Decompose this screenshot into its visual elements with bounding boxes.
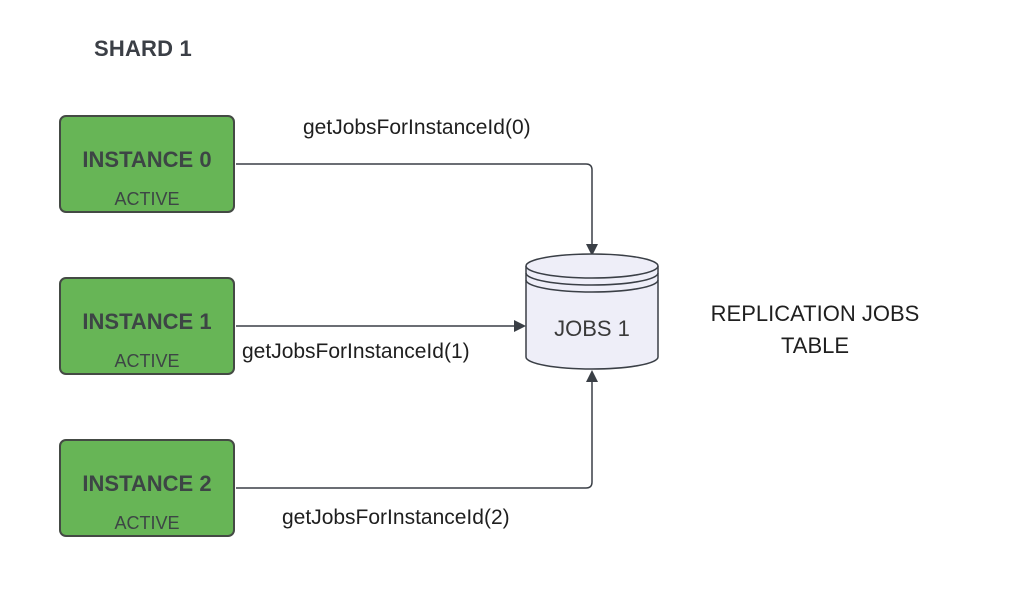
edge-label-0: getJobsForInstanceId(0) <box>303 116 531 139</box>
instance-name: INSTANCE 2 <box>82 471 212 496</box>
edge-label-2: getJobsForInstanceId(2) <box>282 506 510 529</box>
edge-label-1: getJobsForInstanceId(1) <box>242 340 470 363</box>
shard-title: SHARD 1 <box>94 36 192 61</box>
instance-status: ACTIVE <box>114 351 180 371</box>
table-description-line-1: REPLICATION JOBS <box>710 301 920 326</box>
connector-instance-2 <box>236 370 598 489</box>
instance-status: ACTIVE <box>114 513 180 533</box>
table-description: REPLICATION JOBS TABLE <box>690 298 940 362</box>
instance-status: ACTIVE <box>114 189 180 209</box>
instance-node-0: INSTANCE 0 ACTIVE <box>59 115 235 213</box>
database-label: JOBS 1 <box>554 316 630 341</box>
database-cylinder-icon <box>525 253 659 370</box>
connector-instance-0 <box>236 163 598 256</box>
instance-node-1: INSTANCE 1 ACTIVE <box>59 277 235 375</box>
instance-name: INSTANCE 1 <box>82 309 212 334</box>
instance-node-2: INSTANCE 2 ACTIVE <box>59 439 235 537</box>
instance-name: INSTANCE 0 <box>82 147 212 172</box>
table-description-line-2: TABLE <box>780 333 850 358</box>
